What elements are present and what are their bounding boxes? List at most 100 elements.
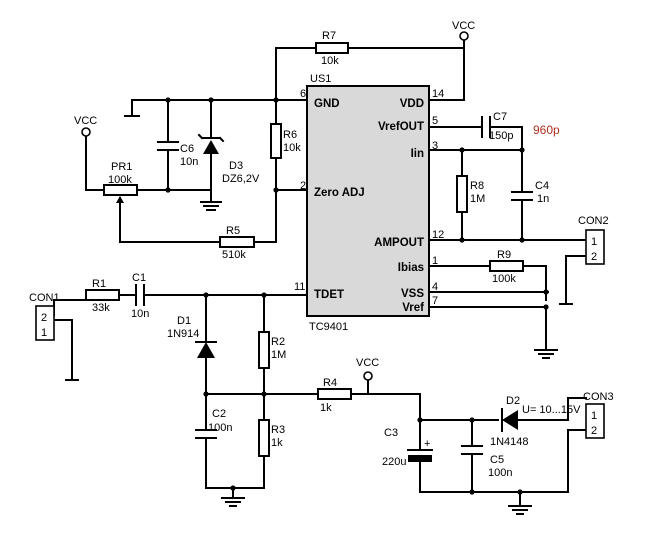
pr1-potentiometer (103, 184, 138, 196)
r9-value: 100k (492, 273, 516, 285)
wires-left-top (85, 99, 308, 243)
junction (165, 187, 171, 193)
c7-capacitor (481, 116, 491, 138)
c6-value: 10n (180, 156, 198, 168)
pin-vrefout-name: VrefOUT (378, 121, 424, 133)
pin-vref-name: Vref (402, 302, 424, 314)
d2-ref: D2 (506, 395, 520, 407)
junction (543, 304, 549, 310)
pin-ampout-name: AMPOUT (374, 237, 424, 249)
ic-part-label: TC9401 (309, 321, 348, 333)
ic-ref-label: US1 (310, 73, 331, 85)
c3-plus-sign: + (424, 438, 430, 450)
d1-diode (195, 341, 217, 358)
r5-resistor (219, 236, 255, 248)
r9-resistor (489, 260, 524, 272)
r8-resistor (456, 175, 468, 213)
c1-capacitor (135, 284, 145, 306)
junction (459, 237, 465, 243)
pin-5-number: 5 (432, 115, 438, 127)
pin-14-number: 14 (432, 88, 444, 100)
d3-ref: D3 (229, 160, 243, 172)
junction (203, 391, 209, 397)
junction (469, 489, 475, 495)
pin-1-number: 1 (432, 255, 438, 267)
vcc-label-top: VCC (452, 20, 475, 32)
junction (208, 97, 214, 103)
junction (203, 292, 209, 298)
pin-6-number: 6 (300, 88, 306, 100)
pin-ibias-name: Ibias (398, 262, 424, 274)
vcc-terminal-pr1 (81, 127, 91, 137)
c5-capacitor (461, 445, 483, 455)
vcc-terminal-top (459, 31, 469, 41)
r7-resistor (315, 42, 349, 54)
c4-capacitor (511, 191, 533, 201)
r4-value: 1k (320, 402, 332, 414)
pin-zeroadj-name: Zero ADJ (314, 187, 365, 199)
vcc-terminal-bottom (363, 371, 373, 381)
junction (517, 489, 523, 495)
c7-ref: C7 (493, 111, 507, 123)
junction (273, 187, 279, 193)
r4-resistor (317, 388, 352, 400)
pr1-wiper-arrow (116, 196, 124, 203)
ground-symbol-d3 (200, 201, 222, 211)
con1-pin-2: 2 (41, 312, 47, 324)
junction (469, 417, 475, 423)
d2-value: 1N4148 (490, 436, 529, 448)
c6-ref: C6 (180, 143, 194, 155)
r2-value: 1M (271, 349, 286, 361)
con3-pin-1: 1 (591, 410, 597, 422)
c3-value: 220u (382, 456, 406, 468)
pin-12-number: 12 (432, 229, 444, 241)
pin-vss-name: VSS (401, 288, 424, 300)
r8-ref: R8 (470, 180, 484, 192)
c3-electrolytic-capacitor (407, 449, 433, 462)
d3-value: DZ6,2V (222, 173, 260, 185)
con2-pin-1: 1 (591, 236, 597, 248)
r7-value: 10k (321, 55, 339, 67)
junction (261, 292, 267, 298)
pin-3-number: 3 (432, 140, 438, 152)
wires-right (428, 126, 587, 351)
ic-tc9401-body (306, 85, 430, 317)
pr1-ref: PR1 (111, 161, 132, 173)
r2-resistor (258, 331, 270, 369)
c3-ref: C3 (384, 427, 398, 439)
junction (417, 417, 423, 423)
junction (230, 485, 236, 491)
pin-vdd-name: VDD (400, 98, 424, 110)
pin-gnd-name: GND (314, 98, 340, 110)
wires-input (53, 294, 421, 499)
c7-value: 150p (489, 130, 513, 142)
r1-resistor (85, 289, 120, 301)
c4-ref: C4 (535, 180, 549, 192)
ground-symbol-vss (534, 349, 558, 359)
junction (273, 97, 279, 103)
pin-4-number: 4 (432, 281, 438, 293)
vcc-label-pr1: VCC (74, 115, 97, 127)
wires-top (275, 39, 465, 101)
r6-value: 10k (283, 142, 301, 154)
con1-ref: CON1 (29, 292, 60, 304)
r6-resistor (270, 123, 282, 159)
c5-value: 100n (488, 467, 512, 479)
pin-7-number: 7 (432, 295, 438, 307)
junction (459, 147, 465, 153)
r3-resistor (258, 419, 270, 457)
r3-ref: R3 (271, 424, 285, 436)
con1-pin-1: 1 (41, 327, 47, 339)
r8-value: 1M (470, 193, 485, 205)
c5-ref: C5 (490, 454, 504, 466)
ground-symbol-supply (508, 505, 532, 515)
con1-connector (35, 305, 55, 341)
junction (165, 97, 171, 103)
c1-value: 10n (131, 308, 149, 320)
pin-11-number: 11 (294, 281, 305, 293)
c2-capacitor (195, 429, 217, 439)
r3-value: 1k (271, 437, 283, 449)
junction (261, 391, 267, 397)
